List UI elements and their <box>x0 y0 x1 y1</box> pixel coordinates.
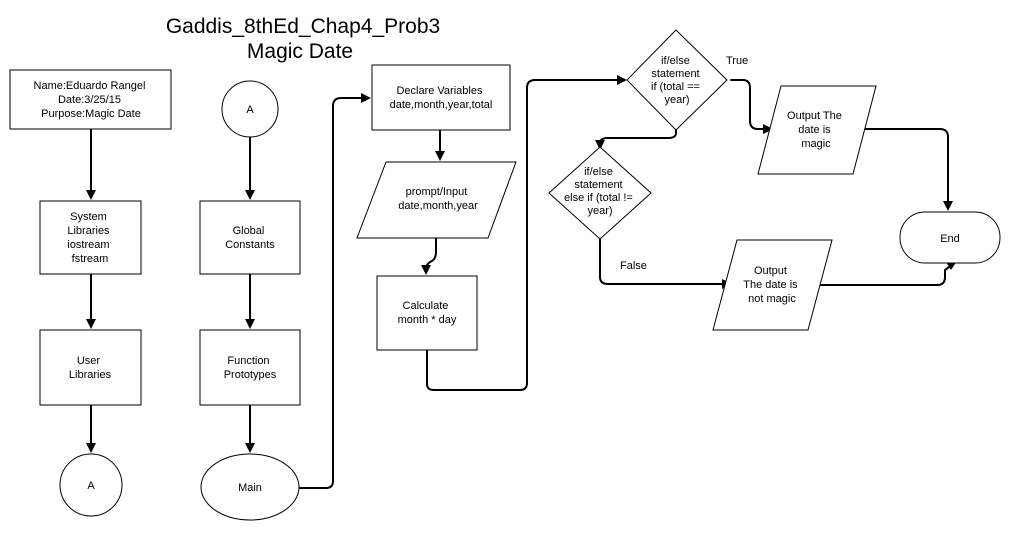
arrowhead-declare-variables <box>361 93 371 103</box>
header-info-box: Name:Eduardo Rangel Date:3/25/15 Purpose… <box>9 69 172 130</box>
header-info-line: Date:3/25/15 <box>58 94 121 106</box>
function-prototypes-box: Function Prototypes <box>199 329 301 406</box>
prompt-input-parallelogram: prompt/Input date,month,year <box>356 161 517 239</box>
connector-a-top: A <box>221 80 279 138</box>
arrowhead-connector-a-bottom <box>86 443 96 453</box>
diagram-title-line-2: Magic Date <box>247 40 353 63</box>
system-libraries-line: iostream <box>67 239 109 251</box>
declare-variables-box: Declare Variables date,month,year,total <box>371 64 511 131</box>
if-decision-line: statement <box>651 68 699 80</box>
connector-a-top-label: A <box>246 104 254 116</box>
header-info-line: Name:Eduardo Rangel <box>34 80 146 92</box>
user-libraries-box: User Libraries <box>39 329 142 406</box>
arrowhead-else-if-decision <box>595 140 605 150</box>
else-if-decision-line: year) <box>587 205 612 217</box>
output-not-magic-line: The date is <box>743 279 798 291</box>
connector-a-bottom: A <box>59 453 123 517</box>
false-branch-label: False <box>620 260 647 272</box>
connector-a-bottom-label: A <box>87 480 95 492</box>
main-terminal: Main <box>200 453 300 521</box>
if-decision-line: if/else <box>661 55 690 67</box>
global-constants-line: Constants <box>225 239 275 251</box>
global-constants-box: Global Constants <box>199 200 301 275</box>
system-libraries-line: Libraries <box>67 225 110 237</box>
else-if-decision-diamond: if/else statement else if (total != year… <box>548 146 652 240</box>
system-libraries-box: System Libraries iostream fstream <box>39 200 142 275</box>
connector-if-false-to-else-if <box>599 128 677 146</box>
svg-text:Name:Eduardo Rangel Date: Name:Eduardo Rangel Date:3/25/15 Purpose… <box>34 80 149 120</box>
arrowhead-main <box>245 443 255 453</box>
else-if-decision-line: if/else <box>584 166 613 178</box>
connector-prompt-to-calculate <box>425 237 437 269</box>
output-magic-parallelogram: Output The date is magic <box>757 85 877 175</box>
output-magic-line: date is <box>798 124 831 136</box>
main-label: Main <box>238 482 262 494</box>
calculate-box: Calculate month * day <box>376 275 478 351</box>
end-label: End <box>940 233 960 245</box>
if-decision-diamond: if/else statement if (total == year) <box>626 29 728 131</box>
svg-text:Calculate month * day: Calculate month * day <box>398 300 457 326</box>
diagram-title-line-1: Gaddis_8thEd_Chap4_Prob3 <box>166 15 440 38</box>
header-info-line: Purpose:Magic Date <box>41 108 141 120</box>
svg-text:Global Constants: Global Constants <box>225 225 275 251</box>
connector-output-not-magic-to-end <box>819 264 953 286</box>
connectors <box>90 79 953 489</box>
function-prototypes-line: Function <box>227 355 269 367</box>
svg-text:User Libraries: User Libraries <box>69 355 112 381</box>
arrowhead-calculate <box>421 265 431 275</box>
output-not-magic-parallelogram: Output The date is not magic <box>712 239 833 331</box>
connector-else-if-to-output-not-magic <box>599 236 725 285</box>
connector-main-to-declare-variables <box>298 97 364 489</box>
svg-text:if/else statement: if/else statement if (total == year) <box>651 55 703 106</box>
user-libraries-line: Libraries <box>69 369 112 381</box>
system-libraries-line: fstream <box>72 253 109 265</box>
if-decision-line: year) <box>664 94 689 106</box>
end-terminal: End <box>899 211 1001 264</box>
svg-text:Output The date is: Output The date is not magic <box>743 265 800 305</box>
output-not-magic-line: not magic <box>748 293 796 305</box>
arrowhead-if-decision <box>617 75 627 85</box>
svg-text:prompt/Input date,month,: prompt/Input date,month,year <box>398 186 478 212</box>
calculate-line: month * day <box>398 314 457 326</box>
connector-if-true-to-output-magic <box>730 79 766 130</box>
svg-text:Output The date is: Output The date is magic <box>787 110 845 150</box>
svg-text:if/else statement: if/else statement else if (total != year… <box>564 166 636 217</box>
output-not-magic-line: Output <box>754 265 787 277</box>
true-branch-label: True <box>726 55 748 67</box>
declare-variables-line: Declare Variables <box>396 85 483 97</box>
arrowhead-output-magic <box>763 124 773 134</box>
output-magic-line: magic <box>801 138 831 150</box>
else-if-decision-line: statement <box>574 179 622 191</box>
arrowhead-prompt-input <box>435 151 445 161</box>
svg-text:Function Prototypes: Function Prototypes <box>224 355 277 381</box>
svg-text:Declare Variables date,m: Declare Variables date,month,year,total <box>390 85 493 111</box>
prompt-input-line: date,month,year <box>398 200 478 212</box>
arrowhead-end-from-magic <box>943 201 953 211</box>
arrowhead-global-constants <box>245 190 255 200</box>
connector-calculate-to-if-decision <box>426 79 620 391</box>
arrowhead-system-libraries <box>86 190 96 200</box>
calculate-line: Calculate <box>403 300 449 312</box>
else-if-decision-line: else if (total != <box>564 192 633 204</box>
arrowhead-user-libraries <box>86 319 96 329</box>
system-libraries-line: System <box>70 211 107 223</box>
user-libraries-line: User <box>77 355 101 367</box>
prompt-input-line: prompt/Input <box>406 186 468 198</box>
output-magic-line: Output The <box>787 110 842 122</box>
arrowhead-function-prototypes <box>245 319 255 329</box>
function-prototypes-line: Prototypes <box>224 369 277 381</box>
declare-variables-line: date,month,year,total <box>390 99 493 111</box>
global-constants-line: Global <box>233 225 265 237</box>
svg-text:System Libraries i: System Libraries iostream fstream <box>67 211 112 265</box>
arrowheads <box>86 75 957 453</box>
connector-output-magic-to-end <box>862 128 949 205</box>
if-decision-line: if (total == <box>651 81 700 93</box>
